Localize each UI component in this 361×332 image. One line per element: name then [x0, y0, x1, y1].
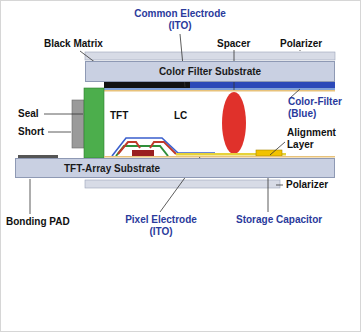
- gate-electrode: [132, 150, 154, 156]
- blue-color-filter: [190, 82, 335, 88]
- part-label: LC: [174, 110, 187, 122]
- seal: [84, 88, 104, 158]
- part-label: Alignment Layer: [287, 127, 349, 151]
- part-label: Bonding PAD: [6, 216, 70, 228]
- storage-capacitor: [256, 150, 282, 156]
- leader-line: [270, 142, 285, 155]
- part-label: Polarizer: [286, 179, 328, 191]
- alignment-layer: [104, 90, 335, 92]
- part-label: Storage Capacitor: [236, 214, 322, 226]
- substrate-label: TFT-Array Substrate: [64, 163, 160, 174]
- part-label: Common Electrode (ITO): [125, 8, 235, 32]
- substrate-band: Color Filter Substrate: [85, 61, 335, 82]
- part-label: Black Matrix: [44, 38, 103, 50]
- part-label: Color-Filter (Blue): [288, 96, 354, 120]
- leader-line: [300, 50, 301, 51]
- black-matrix: [104, 82, 190, 88]
- spacer: [222, 92, 246, 154]
- part-label: Spacer: [217, 38, 250, 50]
- part-label: TFT: [110, 110, 128, 122]
- part-label: Pixel Electrode (ITO): [115, 214, 207, 238]
- substrate-band: TFT-Array Substrate: [15, 158, 335, 178]
- leader-line: [276, 185, 283, 186]
- part-label: Short: [18, 126, 44, 138]
- short: [72, 100, 84, 148]
- leader-line: [30, 179, 31, 214]
- common-electrode: [104, 88, 335, 90]
- substrate-label: Color Filter Substrate: [159, 66, 261, 77]
- leader-line: [48, 132, 71, 133]
- polarizer-band: [85, 52, 335, 60]
- leader-line: [44, 114, 83, 115]
- part-label: Seal: [18, 108, 39, 120]
- part-label: Polarizer: [280, 38, 322, 50]
